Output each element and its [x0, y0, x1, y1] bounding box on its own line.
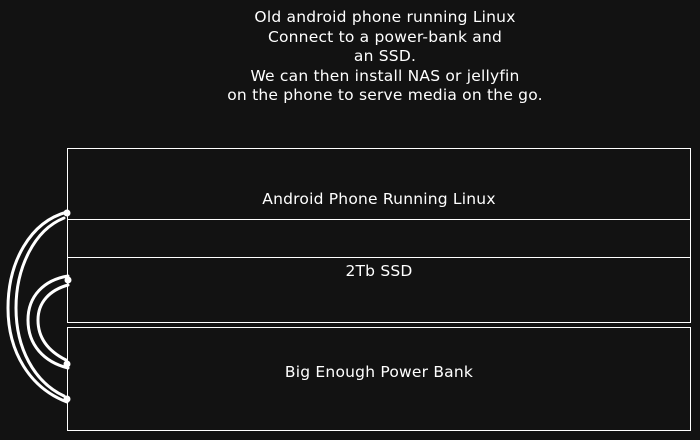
ssd-box[interactable]: 2Tb SSD: [67, 257, 691, 323]
phone-box[interactable]: Android Phone Running Linux: [67, 148, 691, 220]
power-bank-box[interactable]: Big Enough Power Bank: [67, 327, 691, 431]
phone-label: Android Phone Running Linux: [262, 190, 496, 208]
power-bank-label: Big Enough Power Bank: [284, 363, 474, 381]
note-line: on the phone to serve media on the go.: [227, 86, 543, 104]
note-line: Old android phone running Linux: [254, 8, 516, 26]
note-line: Connect to a power-bank and: [267, 27, 503, 46]
ssd-label: 2Tb SSD: [345, 262, 413, 280]
note-line: an SSD.: [353, 47, 417, 65]
phone-to-powerbank-cable-outer: [6, 210, 69, 404]
spacer-box[interactable]: [67, 219, 691, 258]
ssd-to-powerbank-cable-outer: [26, 274, 70, 370]
note-line: We can then install NAS or jellyfin: [250, 66, 520, 85]
description-note: Old android phone running Linux Connect …: [160, 8, 610, 106]
ssd-to-powerbank-cable-inner: [36, 283, 70, 362]
phone-to-powerbank-cable-inner: [14, 216, 66, 398]
